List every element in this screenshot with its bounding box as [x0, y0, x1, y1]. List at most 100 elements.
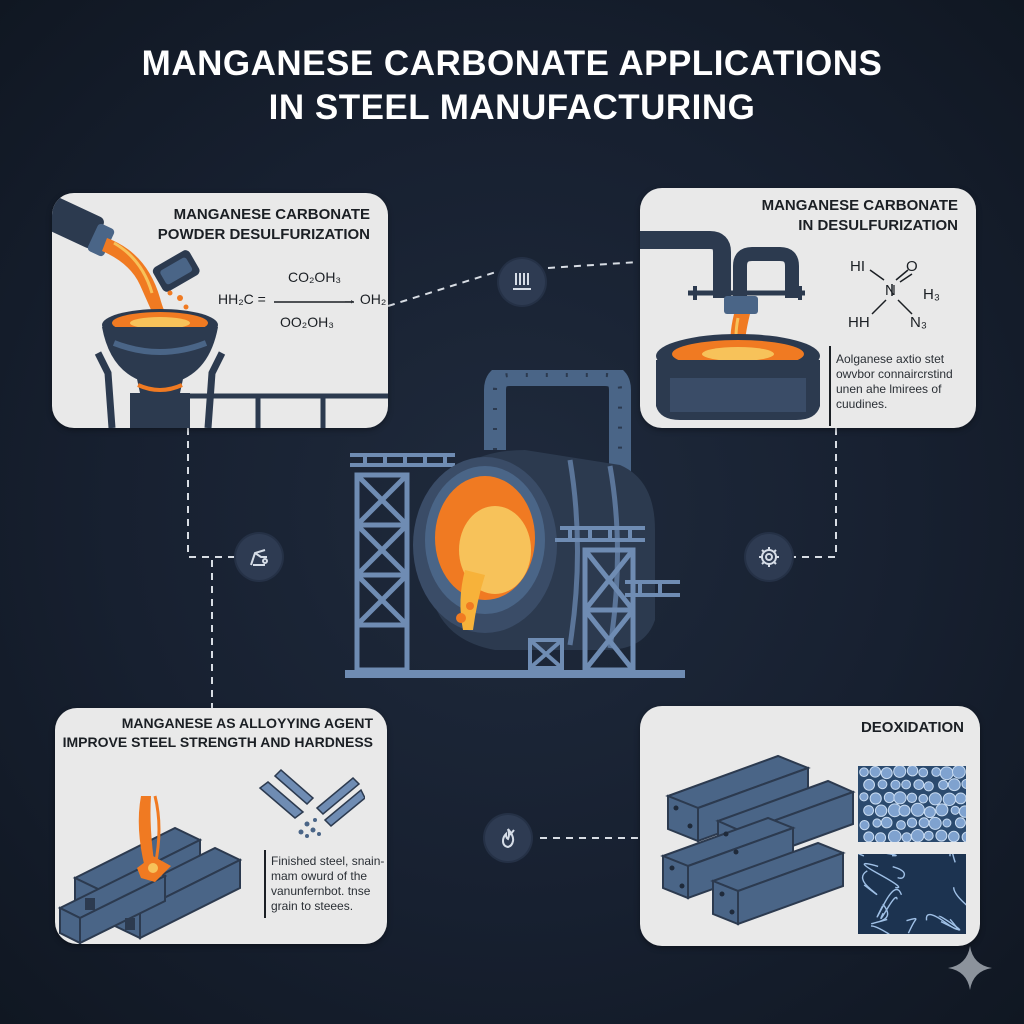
furnace-vents-icon [513, 273, 531, 290]
grain-particle [948, 830, 960, 842]
title-line-1: MANGANESE CARBONATE APPLICATIONS [141, 44, 883, 83]
grain-particle [898, 804, 911, 817]
card-title: MANGANESE CARBONATE IN DESULFURIZATION [761, 197, 958, 234]
grain-particle [918, 767, 929, 778]
grain-particle [896, 820, 906, 830]
grain-particle [947, 778, 961, 792]
grain-particle [923, 781, 934, 792]
grain-particle [863, 805, 875, 816]
grain-particle [893, 766, 907, 778]
rail-structure [188, 393, 388, 428]
steel-converter-illustration [345, 370, 685, 678]
ladle-furnace-illustration [640, 231, 820, 420]
grain-particle [880, 816, 893, 829]
grain-particle [859, 820, 870, 831]
grain-particle [935, 803, 949, 817]
hub-vents[interactable] [499, 259, 545, 305]
page-title: MANGANESE CARBONATE APPLICATIONS IN STEE… [0, 42, 1024, 130]
molecule-o: O [906, 258, 918, 275]
grain-particle [923, 830, 934, 841]
grain-particle [869, 792, 882, 805]
grain-particle [863, 778, 876, 791]
card-title: MANGANESE CARBONATE POWDER DESULFURIZATI… [157, 206, 370, 243]
microstructure-image-bottom [858, 854, 966, 934]
grain-particle [923, 806, 936, 819]
ladle-pouring-illustration [52, 193, 226, 428]
crane-icon [250, 549, 268, 566]
grain-particle [928, 816, 942, 830]
grain-particle [910, 829, 925, 842]
title-line-2: IN STEEL MANUFACTURING [268, 88, 756, 127]
card-note: Finished steel, snain- mam owurd of the … [271, 854, 385, 913]
grain-particle [928, 792, 942, 806]
grain-particle [863, 831, 875, 842]
note-bracket [829, 346, 831, 426]
grain-particle [961, 831, 966, 842]
grain-particle [893, 791, 907, 805]
grain-boundary [861, 870, 878, 896]
molecule-h3: H₃ [923, 286, 940, 303]
card-title: MANGANESE AS ALLOYYING AGENT IMPROVE STE… [62, 715, 373, 750]
grain-particle [883, 791, 895, 804]
steel-billets-illustration [660, 754, 856, 926]
grain-particle [931, 767, 942, 777]
molecule-hh: HH [848, 314, 870, 331]
steel-beams-illustration [57, 795, 243, 944]
grain-particle [939, 766, 954, 781]
note-bracket [264, 850, 266, 918]
grain-particle [901, 832, 912, 842]
grain-particle [906, 817, 918, 828]
molecule-n: N [885, 282, 896, 299]
grain-particle [906, 792, 918, 803]
molecule-diagram [869, 269, 913, 315]
grain-particle [872, 818, 882, 828]
grain-particle [958, 805, 966, 818]
molecule-n3: N₃ [910, 314, 927, 331]
reaction-arrow [274, 301, 354, 303]
grain-particle [890, 779, 901, 790]
card-title: DEOXIDATION [860, 719, 964, 736]
grain-boundary [938, 915, 961, 931]
grain-particle [918, 793, 928, 804]
equation-bottom: OO₂OH₃ [280, 314, 334, 330]
grain-particle [913, 779, 925, 791]
grain-particle [910, 802, 925, 817]
equation-right: → OH₂ [342, 291, 387, 307]
grain-particle [950, 805, 960, 815]
grain-particle [954, 792, 966, 805]
grain-boundary [952, 887, 966, 906]
grain-particle [874, 804, 888, 817]
molecule-hi: HI [850, 258, 865, 275]
grain-particle [942, 818, 952, 828]
grain-particle [859, 792, 869, 802]
grain-boundary [858, 854, 897, 857]
hub-gear[interactable] [746, 534, 792, 580]
grain-particle [961, 778, 966, 789]
grain-boundary [906, 917, 917, 934]
grain-particle [874, 832, 887, 842]
grain-boundary [871, 903, 889, 925]
grain-particle [942, 792, 957, 806]
grain-boundary [892, 866, 906, 879]
grain-particle [918, 817, 930, 829]
card-desulfurization: MANGANESE CARBONATE IN DESULFURIZATION H… [640, 188, 976, 428]
card-powder-desulfurization: MANGANESE CARBONATE POWDER DESULFURIZATI… [52, 193, 388, 428]
equation-top: CO₂OH₃ [288, 269, 342, 285]
sparkle-icon [948, 946, 992, 990]
grain-particle [906, 766, 919, 777]
grain-particle [952, 766, 966, 779]
grain-refinement-icon [258, 768, 365, 838]
grain-particle [887, 829, 902, 842]
grain-particle [859, 767, 869, 777]
gear-icon [759, 547, 779, 567]
hub-flame[interactable] [485, 815, 531, 861]
grain-particle [901, 779, 911, 790]
card-alloying-agent: MANGANESE AS ALLOYYING AGENT IMPROVE STE… [55, 708, 387, 944]
grain-particle [880, 767, 893, 780]
grain-boundary [880, 896, 898, 920]
hub-crane[interactable] [236, 534, 282, 580]
grain-particle [954, 817, 966, 829]
grain-boundary [870, 925, 890, 934]
equation-left: HH₂C = [218, 291, 266, 307]
